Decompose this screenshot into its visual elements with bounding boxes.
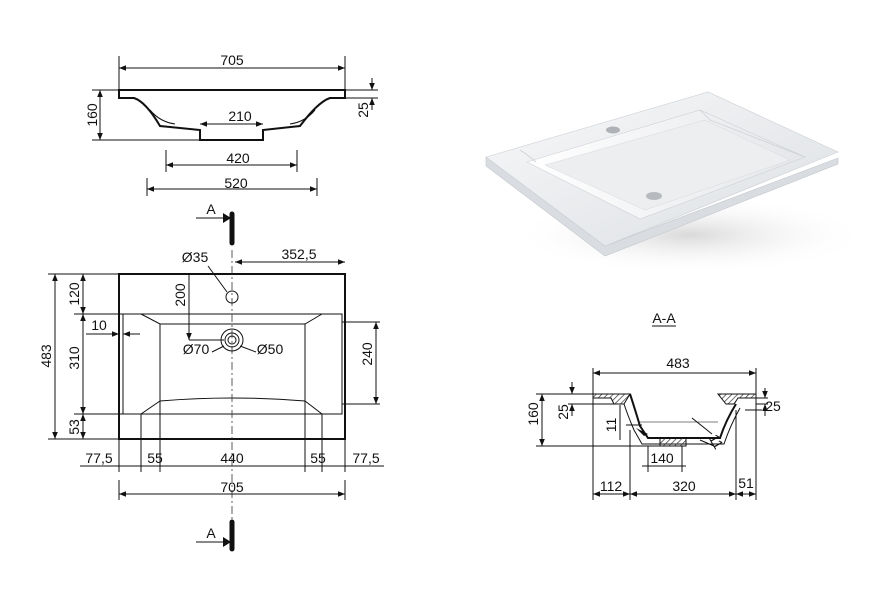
dim-top-overall: 520 [224,175,248,191]
dim-basin-depth: 310 [66,346,82,370]
dim-top-lip: 25 [355,102,371,118]
dim-section-height: 160 [525,402,541,426]
drain-inner [224,332,240,348]
front-elevation-view: 705 160 25 210 420 520 [84,52,378,196]
dim-section-bottom: 140 [650,450,674,466]
dim-seg-4: 55 [310,450,326,466]
section-view: A-A 483 160 25 25 11 [525,310,781,500]
basin-profile [118,89,346,141]
dim-section-lip-left: 25 [555,404,571,420]
section-letter-top: A [206,201,216,217]
basin-inner-outline [122,313,343,415]
dim-total-depth: 483 [38,344,54,368]
label-drain-inner: Ø50 [257,341,284,357]
profile-inner-lines [149,109,316,125]
dim-tap-offset: 352,5 [281,246,316,262]
dim-section-lip-right: 25 [765,398,781,414]
dim-section-seg-mid: 320 [672,478,696,494]
dim-section-width: 483 [666,355,690,371]
dim-seg-2: 55 [147,450,163,466]
product-render [485,91,870,275]
dim-plan-width: 705 [220,479,244,495]
section-marker-top: A [196,201,235,246]
section-letter-bottom: A [206,525,216,541]
dim-tap-depth: 200 [172,283,188,307]
dim-seg-5: 77,5 [352,450,379,466]
dim-top-height: 160 [84,103,100,127]
dim-section-seg-left: 112 [600,478,623,494]
dim-top-width: 705 [220,52,244,68]
dim-seg-3: 440 [220,450,244,466]
dim-section-wall: 11 [603,418,619,433]
label-tap-hole: Ø35 [182,249,209,265]
dim-top-bowl: 420 [226,150,250,166]
section-title: A-A [652,310,676,326]
dim-section-slant: 11 [706,431,727,452]
drain-outer [220,328,244,352]
dim-top-inner: 210 [228,108,252,124]
dim-basin-height: 240 [359,342,375,366]
label-drain-outer: Ø70 [183,341,210,357]
dim-left-wall: 10 [91,317,107,333]
dim-front-margin: 120 [66,282,82,306]
tap-hole [225,290,239,304]
dim-seg-1: 77,5 [85,450,112,466]
dim-back-margin: 53 [66,419,82,435]
plan-view: Ø35 352,5 200 Ø70 Ø50 240 10 483 120 [38,246,384,520]
section-marker-bottom: A [196,519,235,552]
dim-section-seg-right: 51 [738,475,754,491]
